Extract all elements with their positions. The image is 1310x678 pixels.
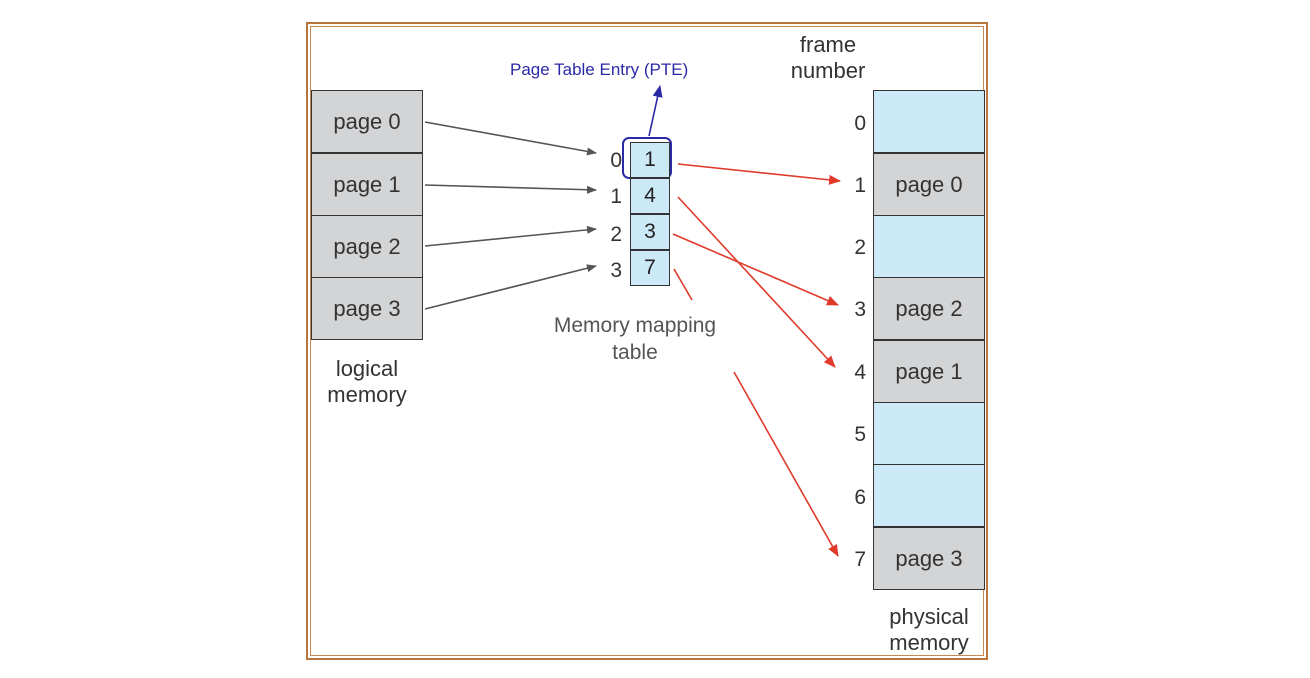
physical-frame-6: [873, 464, 985, 527]
frame-number-1: 1: [854, 174, 866, 197]
physical-memory-caption: physical memory: [868, 604, 990, 657]
logical-page-2: page 2: [311, 215, 423, 278]
frame-number-5: 5: [854, 423, 866, 446]
logical-memory-caption-line2: memory: [327, 382, 407, 408]
arrow-entry-to-frame7-bottom: [733, 371, 839, 557]
frame-number-2: 2: [854, 236, 866, 259]
memory-mapping-table-caption: Memory mapping table: [530, 312, 740, 367]
memory-mapping-caption-line2: table: [612, 341, 658, 365]
pte-label: Page Table Entry (PTE): [510, 60, 689, 79]
arrow-page0-to-index0: [424, 121, 597, 156]
frame-number-4: 4: [854, 361, 866, 384]
physical-frame-2: [873, 215, 985, 278]
arrow-entry-to-frame4: [677, 196, 836, 368]
arrow-entry-to-frame7-top: [673, 268, 693, 301]
table-index-3: 3: [610, 259, 622, 282]
logical-page-1: page 1: [311, 153, 423, 216]
frame-number-6: 6: [854, 486, 866, 509]
table-entry-2: 3: [630, 214, 670, 250]
table-index-2: 2: [610, 223, 622, 246]
outer-border: [306, 22, 988, 660]
table-entry-3: 7: [630, 250, 670, 286]
arrow-page1-to-index1: [424, 184, 597, 194]
frame-number-3: 3: [854, 298, 866, 321]
physical-frame-1: page 0: [873, 153, 985, 216]
arrow-page3-to-index3: [424, 264, 597, 310]
logical-memory-caption: logical memory: [311, 356, 423, 409]
logical-memory-caption-line1: logical: [335, 356, 399, 381]
table-index-0: 0: [610, 149, 622, 172]
table-entry-1: 4: [630, 178, 670, 214]
logical-page-3: page 3: [311, 277, 423, 340]
memory-mapping-caption-line1: Memory mapping: [553, 314, 717, 337]
physical-frame-7: page 3: [873, 527, 985, 590]
arrow-pte-callout: [648, 85, 663, 137]
table-entry-0: 1: [630, 142, 670, 178]
logical-page-0: page 0: [311, 90, 423, 153]
physical-frame-4: page 1: [873, 340, 985, 403]
arrow-entry-to-frame3: [672, 233, 839, 306]
physical-memory-caption-line2: memory: [889, 630, 969, 656]
frame-number-0: 0: [854, 112, 866, 135]
table-index-1: 1: [610, 185, 622, 208]
physical-frame-5: [873, 402, 985, 465]
frame-number-header-line1: frame: [799, 32, 857, 57]
frame-number-header: frame number: [780, 32, 876, 85]
frame-number-7: 7: [854, 548, 866, 571]
physical-frame-0: [873, 90, 985, 153]
physical-memory-caption-line1: physical: [889, 604, 969, 629]
physical-frame-3: page 2: [873, 277, 985, 340]
arrow-page2-to-index2: [424, 225, 597, 247]
arrow-entry-to-frame1: [677, 163, 841, 185]
frame-number-header-line2: number: [790, 58, 866, 84]
